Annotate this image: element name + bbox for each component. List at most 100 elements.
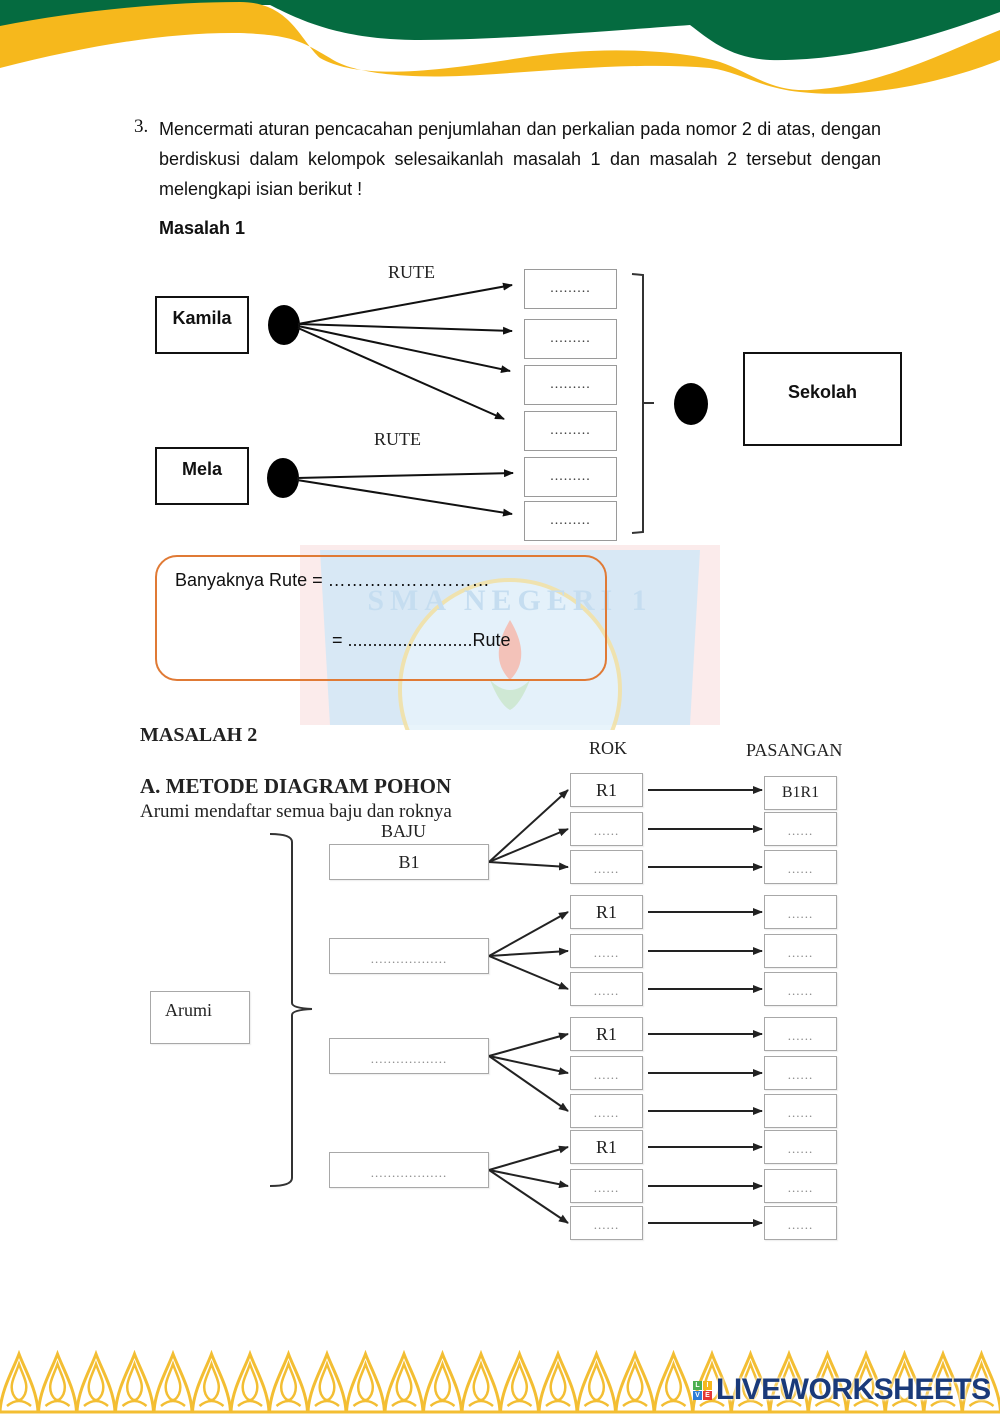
baju-box-1[interactable]: B1 (329, 844, 489, 880)
pasangan-input-1-2[interactable]: ...... (764, 812, 837, 846)
pasangan-input-1-3[interactable]: ...... (764, 850, 837, 884)
pasangan-input-2-3[interactable]: ...... (764, 972, 837, 1006)
baju-input-3[interactable]: .................. (329, 1038, 489, 1074)
pasangan-input-4-1[interactable]: ...... (764, 1130, 837, 1164)
wave-yellow-band (0, 2, 1000, 94)
ornament-motif (190, 1350, 233, 1414)
pasangan-input-3-1[interactable]: ...... (764, 1017, 837, 1051)
header-rok: ROK (589, 738, 628, 758)
rok-input-4-3[interactable]: ...... (570, 1206, 643, 1240)
route-input-3[interactable]: ......... (524, 365, 617, 405)
liveworksheets-icon: L I V E (693, 1380, 712, 1400)
ornament-inner-scroll (737, 1360, 764, 1407)
header-pasangan: PASANGAN (746, 740, 843, 760)
pasangan-input-4-2[interactable]: ...... (764, 1169, 837, 1203)
route-count-answer-box (155, 555, 607, 681)
baju-rok-branch (488, 1169, 569, 1224)
route-input-6[interactable]: ......... (524, 501, 617, 541)
route-count-line-1[interactable]: Banyaknya Rute = ……………………… (175, 570, 490, 590)
question-number: 3. (134, 116, 149, 137)
question-text: Mencermati aturan pencacahan penjumlahan… (159, 119, 881, 199)
ornament-inner-scroll (275, 1360, 302, 1407)
ornament-motif (75, 1350, 117, 1414)
pasangan-input-4-3[interactable]: ...... (764, 1206, 837, 1240)
masalah1-title: Masalah 1 (159, 218, 246, 238)
route-input-5[interactable]: ......... (524, 457, 617, 497)
ornament-motif (152, 1350, 194, 1414)
baju-rok-branch (488, 1145, 569, 1171)
rok-input-2-2[interactable]: ...... (570, 934, 643, 968)
route-input-4[interactable]: ......... (524, 411, 617, 451)
ornament-inner-scroll (776, 1360, 802, 1407)
rute-label-top: RUTE (388, 262, 435, 280)
route-count-line-2[interactable]: = .........................Rute (332, 630, 511, 650)
ornament-inner-scroll (506, 1360, 533, 1407)
logo-letter: E (703, 1390, 712, 1400)
rok-input-3-2[interactable]: ...... (570, 1056, 643, 1090)
ornament-motif (306, 1350, 348, 1414)
route-input-2[interactable]: ......... (524, 319, 617, 359)
school-emblem-watermark: SMA NEGERI 1 (300, 545, 720, 730)
pasangan-input-2-2[interactable]: ...... (764, 934, 837, 968)
pasangan-input-3-3[interactable]: ...... (764, 1094, 837, 1128)
ornament-motif (36, 1350, 79, 1414)
liveworksheets-logo[interactable]: L I V E LIVEWORKSHEETS (693, 1373, 991, 1407)
pasangan-input-3-2[interactable]: ...... (764, 1056, 837, 1090)
baju-rok-branch (488, 828, 569, 863)
rok-input-1-2[interactable]: ...... (570, 812, 643, 846)
baju-rok-branch (488, 861, 569, 871)
baju-rok-branch (488, 947, 569, 957)
tree-brace (269, 833, 313, 1187)
pasangan-box-1-1[interactable]: B1R1 (764, 776, 837, 810)
watermark-flame (498, 620, 522, 680)
baju-rok-branch (488, 1032, 569, 1057)
rok-input-4-2[interactable]: ...... (570, 1169, 643, 1203)
rok-box-4-1[interactable]: R1 (570, 1130, 643, 1164)
ornament-motif (421, 1350, 464, 1414)
logo-letter: I (703, 1380, 712, 1390)
sekolah-box: Sekolah (743, 352, 902, 446)
baju-rok-branch (488, 1055, 569, 1112)
rok-box-1-1[interactable]: R1 (570, 773, 643, 807)
rok-input-2-3[interactable]: ...... (570, 972, 643, 1006)
ornament-motif (229, 1350, 271, 1414)
ornament-motif (575, 1350, 618, 1414)
ornament-inner-scroll (891, 1360, 918, 1407)
ornament-motif (460, 1350, 502, 1414)
ornament-motif (652, 1350, 695, 1414)
ornament-motif (344, 1350, 387, 1414)
rok-box-3-1[interactable]: R1 (570, 1017, 643, 1051)
watermark-text: SMA NEGERI 1 (367, 584, 652, 617)
route-input-1[interactable]: ......... (524, 269, 617, 309)
ornament-motif (383, 1350, 425, 1414)
logo-letter: V (693, 1390, 702, 1400)
rok-input-1-3[interactable]: ...... (570, 850, 643, 884)
baju-input-4[interactable]: .................. (329, 1152, 489, 1188)
ornament-motif (614, 1350, 656, 1414)
ornament-inner-scroll (352, 1360, 379, 1407)
mela-node (267, 458, 299, 498)
kamila-node (268, 305, 300, 345)
rok-box-2-1[interactable]: R1 (570, 895, 643, 929)
ornament-inner-scroll (968, 1360, 995, 1407)
pasangan-input-2-1[interactable]: ...... (764, 895, 837, 929)
ornament-inner-scroll (699, 1360, 725, 1407)
ornament-motif (691, 1350, 733, 1414)
kamila-box: Kamila (155, 296, 249, 354)
ornament-motif (845, 1350, 887, 1414)
baju-rok-branch (488, 911, 569, 957)
ornament-inner-scroll (429, 1360, 456, 1407)
rok-input-3-3[interactable]: ...... (570, 1094, 643, 1128)
ornament-inner-scroll (814, 1360, 841, 1407)
liveworksheets-wordmark: LIVEWORKSHEETS (716, 1373, 991, 1406)
header-wave-decoration (0, 0, 1000, 94)
baju-input-2[interactable]: .................. (329, 938, 489, 974)
ornament-motif (883, 1350, 926, 1414)
baju-rok-branch (488, 1055, 569, 1076)
ornament-inner-scroll (545, 1360, 571, 1407)
logo-letter: L (693, 1380, 702, 1390)
wave-green-band (0, 0, 1000, 61)
ornament-inner-scroll (391, 1360, 417, 1407)
ornament-inner-scroll (314, 1360, 340, 1407)
ornament-inner-scroll (853, 1360, 879, 1407)
